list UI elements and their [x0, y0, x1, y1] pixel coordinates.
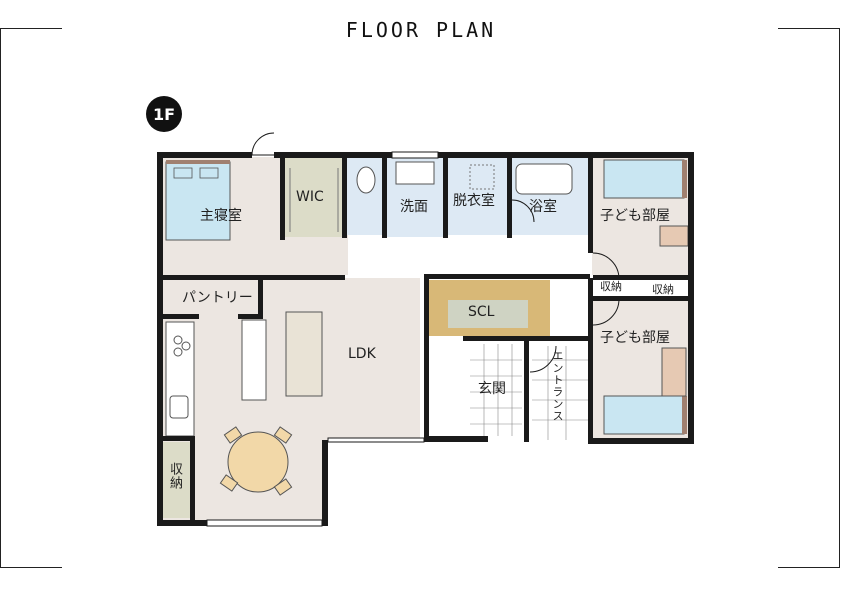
- entrance-door: [529, 345, 557, 373]
- frame-bottom-left: [0, 567, 62, 568]
- stove-burner-3: [173, 347, 183, 357]
- chair-1: [223, 426, 243, 444]
- room-label-genkan: 玄関: [478, 381, 506, 397]
- entrance-tiles: [532, 346, 588, 440]
- frame-right-edge: [839, 28, 840, 568]
- entry-door: [251, 132, 275, 156]
- page-title: FLOOR PLAN: [345, 18, 497, 42]
- room-label-entrance: エントランス: [551, 350, 564, 422]
- frame-top-right: [778, 28, 840, 29]
- room-label-kids-room-1: 子ども部屋: [600, 208, 670, 224]
- room-label-storage-2: 収納: [652, 283, 674, 296]
- chair-4: [273, 478, 293, 496]
- room-label-ldk: LDK: [348, 346, 376, 362]
- washbasin: [395, 161, 435, 185]
- scl-center: [448, 300, 528, 328]
- sofa: [285, 311, 323, 397]
- windows: [206, 151, 439, 527]
- room-label-storage-1: 収納: [600, 280, 622, 293]
- kids-door-1: [592, 252, 620, 280]
- room-label-scl: SCL: [468, 304, 495, 320]
- pantry-floor: [162, 282, 258, 314]
- kids-bed-2-headboard: [682, 396, 687, 434]
- kids-door-2: [592, 298, 620, 326]
- chair-2: [273, 426, 293, 444]
- kids-desk-2: [661, 347, 687, 397]
- genkan-tiles: [470, 344, 522, 436]
- stove-burner-2: [181, 341, 191, 351]
- dressing-vent: [469, 164, 495, 190]
- sink: [169, 395, 189, 419]
- wic-floor: [284, 157, 344, 237]
- kids-desk-1: [659, 225, 689, 247]
- frame-left-edge: [0, 28, 1, 568]
- walls: [157, 152, 694, 526]
- room-label-pantry: パントリー: [182, 290, 253, 306]
- left-storage-floor: [162, 442, 190, 518]
- room-label-washroom: 洗面: [400, 199, 428, 215]
- room-label-dressing: 脱衣室: [453, 193, 495, 209]
- kitchen-island: [241, 319, 267, 401]
- kids-bed-2: [603, 395, 685, 435]
- toilet: [356, 166, 376, 194]
- room-label-master-bedroom: 主寝室: [200, 208, 242, 224]
- kids-bed-1-headboard: [682, 160, 687, 198]
- room-label-kids-room-2: 子ども部屋: [600, 330, 670, 346]
- stove-burner-1: [173, 335, 183, 345]
- room-label-bathroom: 浴室: [529, 199, 557, 215]
- frame-bottom-right: [778, 567, 840, 568]
- room-label-wic: WIC: [296, 189, 324, 205]
- dining-table: [227, 431, 289, 493]
- frame-top-left: [0, 28, 62, 569]
- kids-bed-1: [603, 159, 685, 199]
- floor-badge: 1F: [146, 96, 182, 132]
- bath-door: [511, 199, 535, 223]
- kitchen-counter: [165, 321, 195, 437]
- dressing-floor: [446, 157, 508, 235]
- master-bed-pillow-2: [199, 167, 219, 179]
- master-bed-headboard: [166, 160, 230, 164]
- master-bed-pillow-1: [173, 167, 193, 179]
- bathtub: [515, 163, 573, 195]
- room-label-storage-left: 収納: [167, 462, 182, 490]
- chair-3: [219, 474, 239, 492]
